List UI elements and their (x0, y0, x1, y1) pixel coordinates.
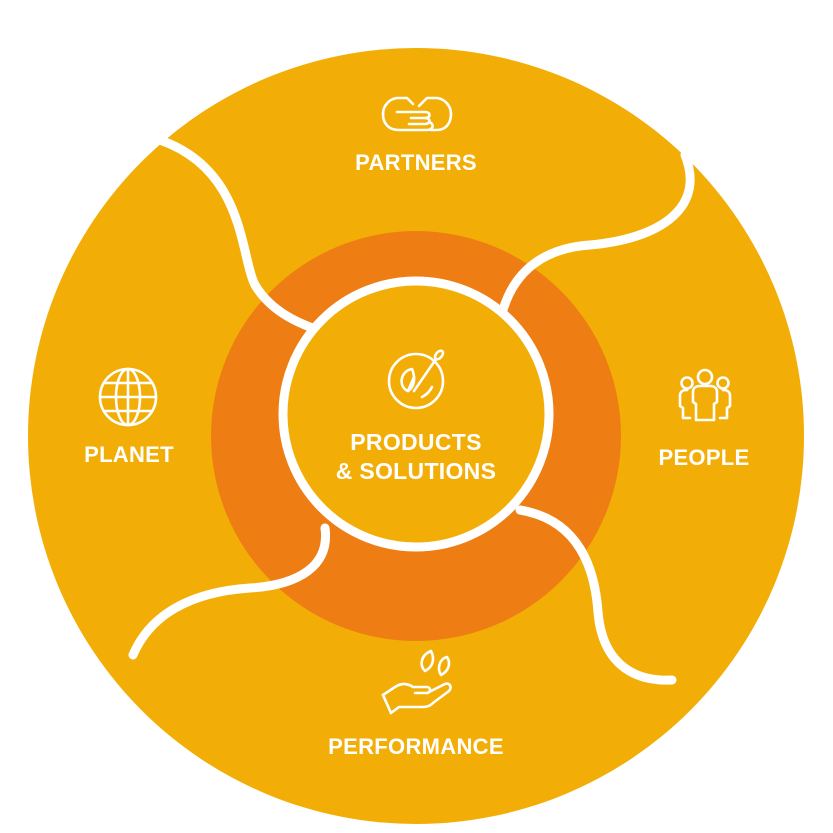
handshake-icon (381, 96, 453, 132)
divider-partners-people (498, 150, 695, 315)
divider-performance-planet (128, 523, 331, 660)
bowl-spoon-leaf-icon (387, 349, 445, 410)
center-circle (278, 276, 554, 552)
people-group-icon (678, 368, 732, 422)
partners-label: PARTNERS (355, 150, 477, 175)
people-label: PEOPLE (658, 445, 749, 470)
hand-holding-leaves-icon (381, 649, 452, 715)
globe-icon (98, 367, 158, 427)
center-label-line2: & SOLUTIONS (336, 458, 496, 484)
divider-people-performance (515, 505, 677, 685)
performance-label: PERFORMANCE (328, 734, 504, 759)
center-label-line1: PRODUCTS (350, 429, 481, 455)
planet-label: PLANET (84, 442, 174, 467)
segment-dividers (128, 135, 695, 685)
divider-partners-planet (155, 135, 323, 335)
